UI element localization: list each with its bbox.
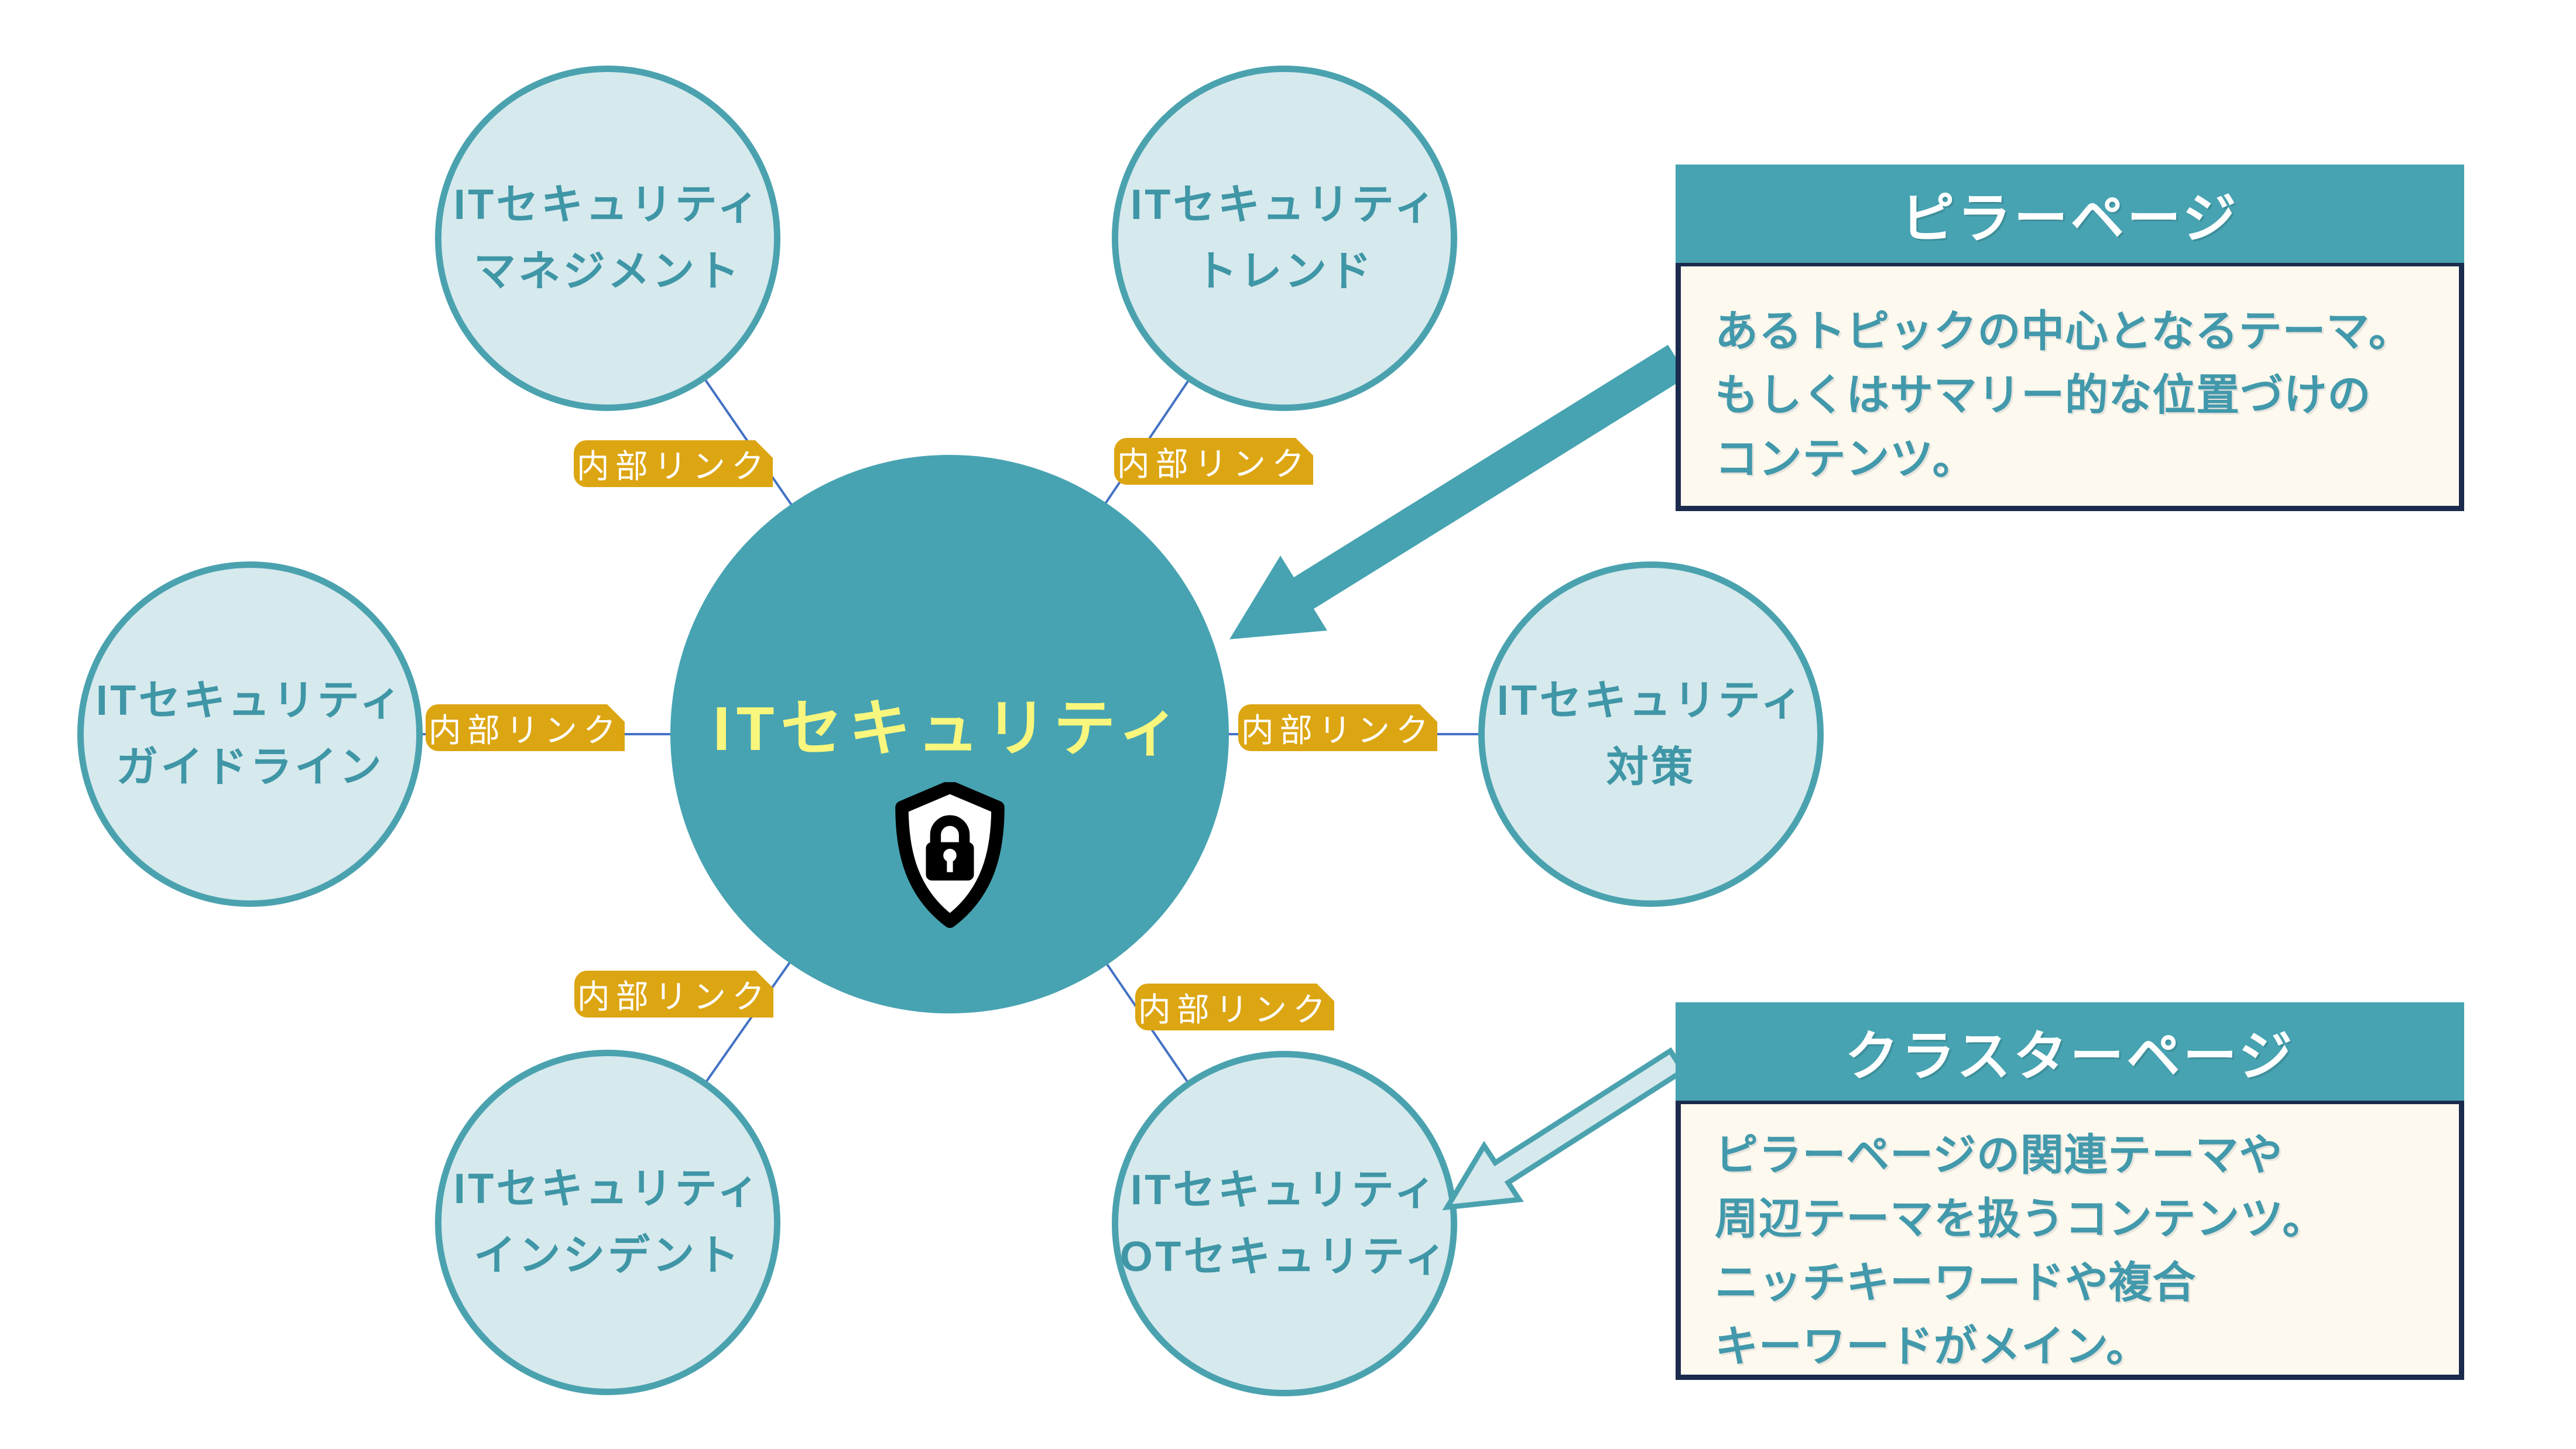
pillar-page-title: ピラーページ	[1676, 165, 2464, 263]
circle-label-line1: ITセキュリティ	[95, 677, 405, 724]
cluster-body-line: ニッチキーワードや複合	[1715, 1258, 2197, 1307]
cluster-body-line: 周辺テーマを扱うコンテンツ。	[1715, 1194, 2327, 1243]
circle-label-line2: インシデント	[474, 1232, 742, 1279]
circle-label-line2: マネジメント	[474, 248, 742, 295]
circle-it-security-ot-security: ITセキュリティ OTセキュリティ	[1112, 1051, 1457, 1396]
circle-label-line2: ガイドライン	[116, 744, 384, 791]
cluster-page-callout: クラスターページ ピラーページの関連テーマや 周辺テーマを扱うコンテンツ。 ニッ…	[1676, 1002, 2464, 1380]
shield-lock-icon	[895, 782, 1005, 928]
circle-it-security-incident: ITセキュリティ インシデント	[435, 1050, 780, 1395]
pillar-page-body: あるトピックの中心となるテーマ。 もしくはサマリー的な位置づけの コンテンツ。	[1676, 263, 2464, 511]
circle-label-line1: ITセキュリティ	[1130, 1167, 1439, 1214]
pillar-body-line: あるトピックの中心となるテーマ。	[1715, 307, 2413, 355]
internal-link-label-left: 内部リンク	[426, 704, 625, 751]
circle-label-line1: ITセキュリティ	[453, 181, 762, 228]
cluster-page-body: ピラーページの関連テーマや 周辺テーマを扱うコンテンツ。 ニッチキーワードや複合…	[1676, 1101, 2464, 1380]
internal-link-label-right: 内部リンク	[1238, 704, 1437, 751]
cluster-body-line: ピラーページの関連テーマや	[1715, 1131, 2283, 1179]
cluster-page-title: クラスターページ	[1676, 1002, 2464, 1101]
circle-label-line2: OTセキュリティ	[1119, 1234, 1450, 1280]
internal-link-label-bottom-right: 内部リンク	[1135, 984, 1334, 1030]
circle-label-line1: ITセキュリティ	[1496, 677, 1806, 724]
cluster-body-line: キーワードがメイン。	[1715, 1322, 2150, 1371]
cluster-arrow	[1442, 1047, 1687, 1211]
circle-it-security-taisaku: ITセキュリティ 対策	[1478, 561, 1824, 907]
hub-label: ITセキュリティ	[712, 694, 1187, 763]
internal-link-label-top-left: 内部リンク	[574, 440, 773, 487]
circle-label-line2: 対策	[1606, 744, 1696, 791]
circle-label-line2: トレンド	[1195, 248, 1374, 295]
pillar-body-line: コンテンツ。	[1715, 434, 1976, 483]
circle-label-line1: ITセキュリティ	[1130, 181, 1439, 228]
internal-link-label-top-right: 内部リンク	[1114, 438, 1313, 485]
circle-it-security-trend: ITセキュリティ トレンド	[1112, 66, 1457, 411]
internal-link-label-bottom-left: 内部リンク	[574, 971, 773, 1018]
pillar-page-callout: ピラーページ あるトピックの中心となるテーマ。 もしくはサマリー的な位置づけの …	[1676, 165, 2464, 511]
circle-it-security-guideline: ITセキュリティ ガイドライン	[77, 561, 423, 907]
circle-label-line1: ITセキュリティ	[453, 1166, 762, 1212]
circle-it-security-management: ITセキュリティ マネジメント	[435, 66, 780, 411]
pillar-arrow	[1229, 345, 1688, 639]
pillar-body-line: もしくはサマリー的な位置づけの	[1715, 371, 2372, 419]
